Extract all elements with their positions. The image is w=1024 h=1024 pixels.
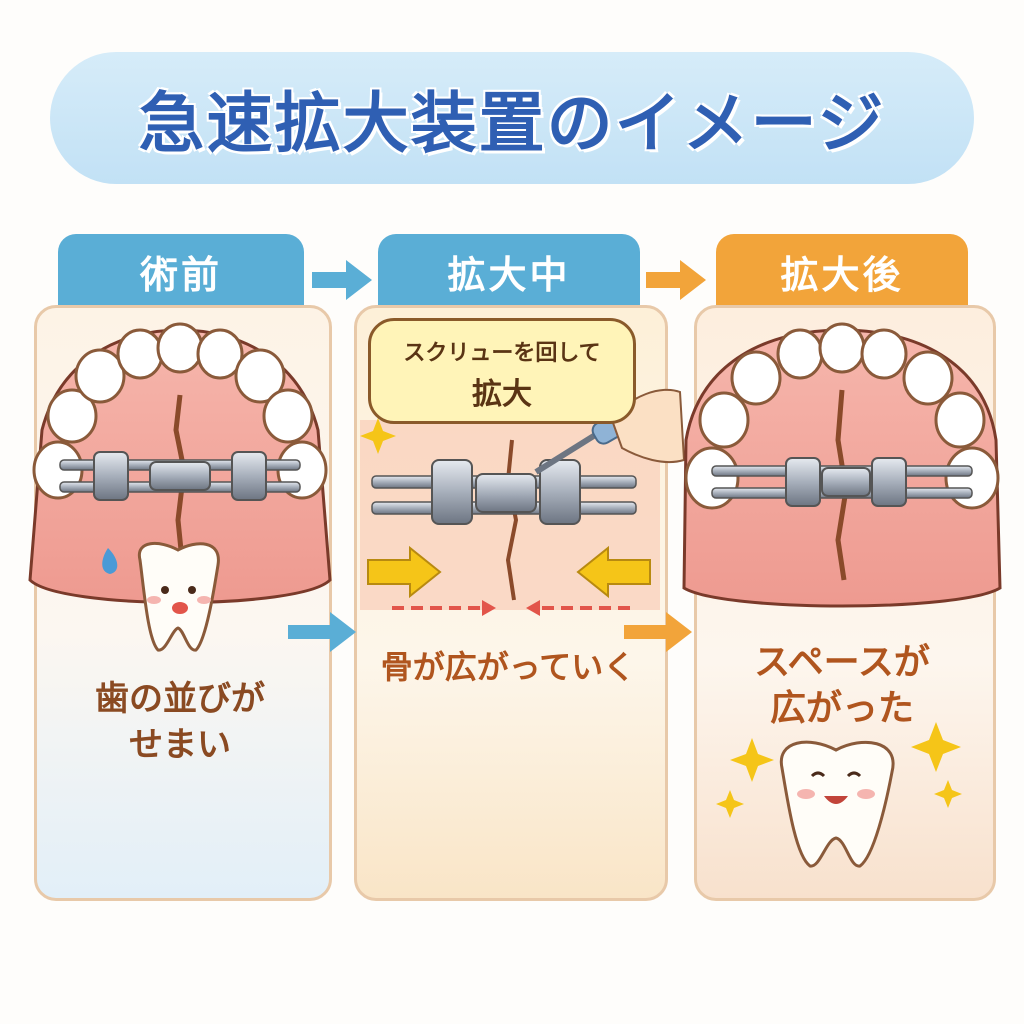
worried-tooth-character	[137, 541, 220, 652]
title-banner: 急速拡大装置のイメージ	[50, 52, 974, 184]
caption-during: 骨が広がっていく	[354, 644, 662, 690]
caption-after-line-2: 広がった	[769, 688, 914, 729]
bubble-line-2: 拡大	[472, 377, 532, 412]
step-tab-after: 拡大後	[716, 234, 968, 308]
push-arrows	[367, 545, 651, 599]
step-label-before: 術前	[139, 252, 222, 297]
sparkle-icon	[934, 780, 962, 808]
page-title: 急速拡大装置のイメージ	[138, 85, 886, 162]
step-label-during: 拡大中	[447, 252, 571, 297]
step-tab-before: 術前	[58, 234, 304, 308]
happy-tooth-character	[779, 740, 895, 868]
caption-before-line-2: せまい	[129, 725, 231, 765]
arrow-right-icon	[312, 260, 372, 300]
caption-before: 歯の並びが せまい	[34, 676, 326, 768]
caption-during-line-1: 骨が広がっていく	[380, 648, 636, 686]
sparkle-icon	[360, 418, 396, 454]
palate-during	[360, 420, 660, 616]
step-label-after: 拡大後	[780, 252, 904, 297]
arrow-right-icon	[646, 260, 706, 300]
caption-after: スペースが 広がった	[694, 640, 990, 732]
caption-after-line-1: スペースが	[754, 642, 930, 683]
step-tab-during: 拡大中	[378, 234, 640, 308]
sparkle-icon	[730, 738, 774, 782]
sparkle-icon	[716, 790, 744, 818]
expander-after	[711, 457, 973, 507]
instruction-bubble: スクリューを回して 拡大	[368, 318, 636, 424]
expander-during	[371, 459, 637, 525]
expander-before	[59, 451, 301, 501]
arrow-right-icon	[288, 612, 356, 652]
palate-before	[28, 322, 332, 604]
palate-after	[682, 322, 1002, 608]
sweat-drop-icon	[102, 548, 118, 574]
bubble-line-1: スクリューを回して	[403, 341, 601, 366]
arrow-right-icon	[624, 612, 692, 652]
caption-before-line-1: 歯の並びが	[95, 679, 265, 719]
sparkle-icon	[911, 722, 961, 772]
